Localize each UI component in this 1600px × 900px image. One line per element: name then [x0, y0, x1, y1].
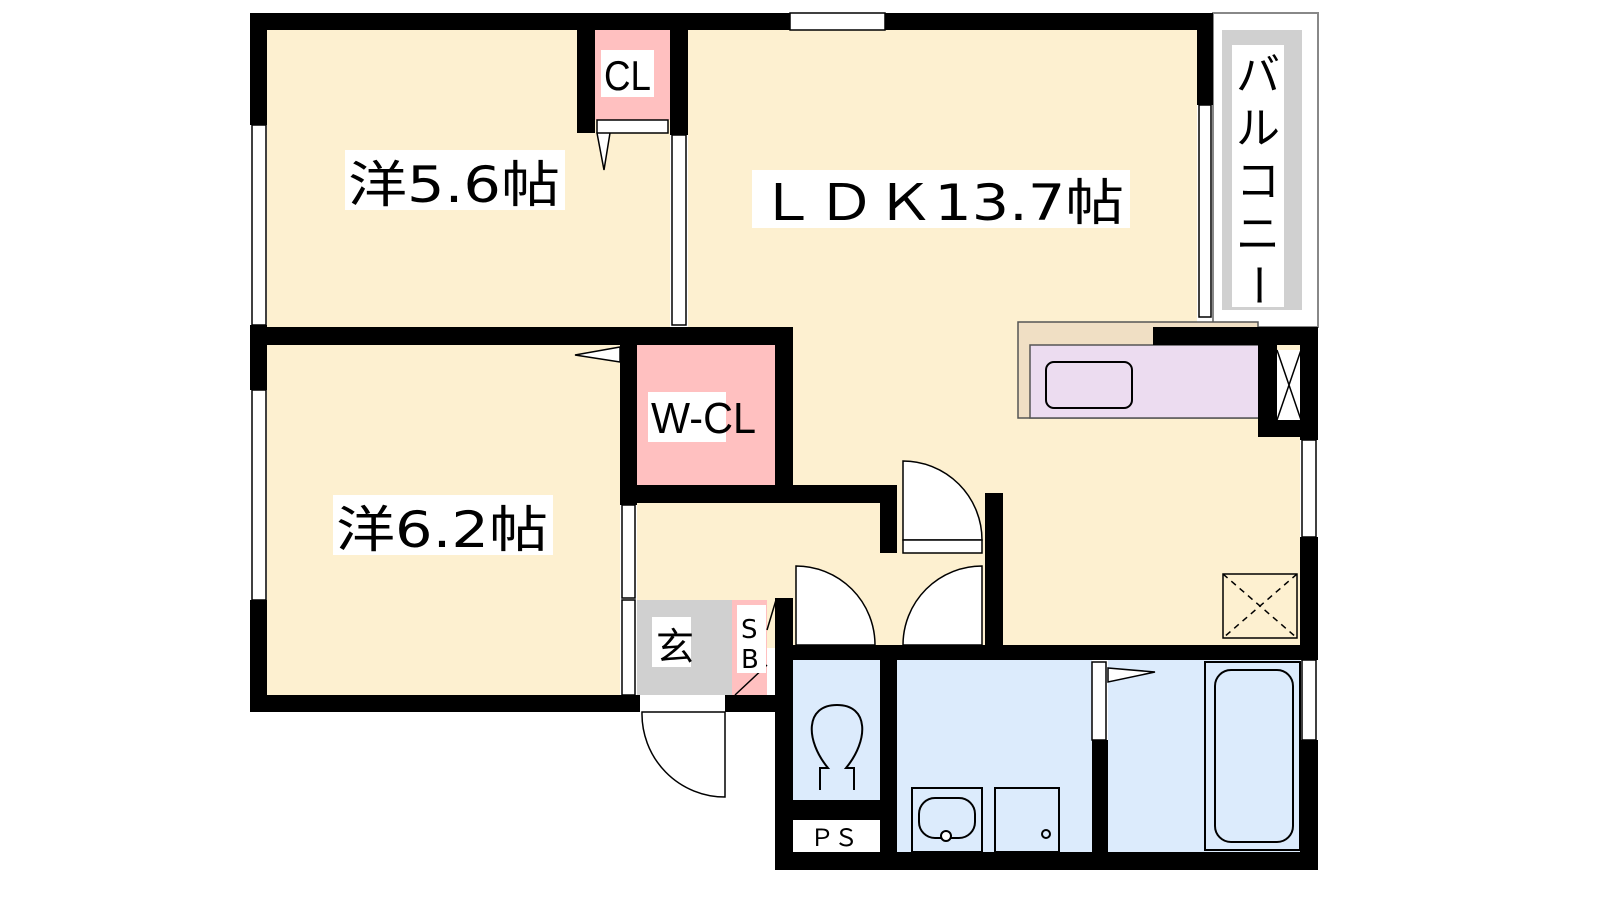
balcony-label-2: ル [1236, 103, 1280, 154]
toilet-icon [810, 703, 864, 790]
room-label-closet: CL [604, 52, 651, 99]
room-label-ldk: ＬＤＫ13.7帖 [758, 174, 1124, 232]
window-left-1 [251, 124, 267, 326]
doors [574, 119, 1156, 798]
kitchen-counter [1029, 344, 1261, 419]
storage-hatch-icon [1222, 573, 1298, 639]
balcony-label-5: ー [1232, 263, 1283, 307]
room-label-pipe-space: ＰＳ [810, 824, 858, 852]
drain-icon [940, 830, 952, 842]
room-label-walk-in-closet: W-CL [651, 394, 756, 443]
window-right-2 [1301, 659, 1317, 741]
balcony-label-4: ニ [1236, 209, 1280, 260]
door-washroom[interactable] [902, 565, 983, 646]
fridge-cross-icon [1276, 349, 1302, 421]
door-entrance[interactable] [641, 711, 726, 798]
door-ldk-frame [902, 539, 983, 554]
labels: 洋5.6帖 ＬＤＫ13.7帖 洋6.2帖 CL W-CL 玄 S B ＰＳ バ … [333, 45, 1284, 852]
walls [250, 13, 1318, 870]
door-bath[interactable] [1091, 661, 1156, 741]
bathtub-icon [1214, 669, 1294, 843]
door-toilet[interactable] [795, 565, 876, 646]
room-label-entrance: 玄 [656, 625, 694, 669]
door-ldk[interactable] [902, 460, 983, 541]
room-label-western1: 洋5.6帖 [348, 156, 560, 214]
pipe-space [793, 820, 880, 852]
window-balcony [1198, 104, 1212, 318]
washer-drain-icon [1041, 829, 1051, 839]
room-label-shoe-box-b: B [741, 645, 759, 675]
fixtures [810, 661, 1301, 853]
storage-hatch-cross [1222, 573, 1298, 639]
balcony-label-3: コ [1236, 156, 1280, 207]
door-closet[interactable] [596, 119, 669, 171]
balcony-label-1: バ [1236, 50, 1280, 101]
window-right-1 [1301, 439, 1317, 538]
kitchen [1017, 321, 1302, 639]
window-bed1-ldk [671, 134, 687, 326]
window-entrance [621, 599, 636, 696]
room-label-shoe-box-s: S [741, 615, 758, 645]
window-hall [621, 504, 636, 599]
window-left-2 [251, 389, 267, 601]
sink-icon [1045, 361, 1133, 409]
door-bed2[interactable] [574, 346, 621, 363]
window-top [789, 12, 886, 31]
room-label-western2: 洋6.2帖 [336, 501, 548, 559]
